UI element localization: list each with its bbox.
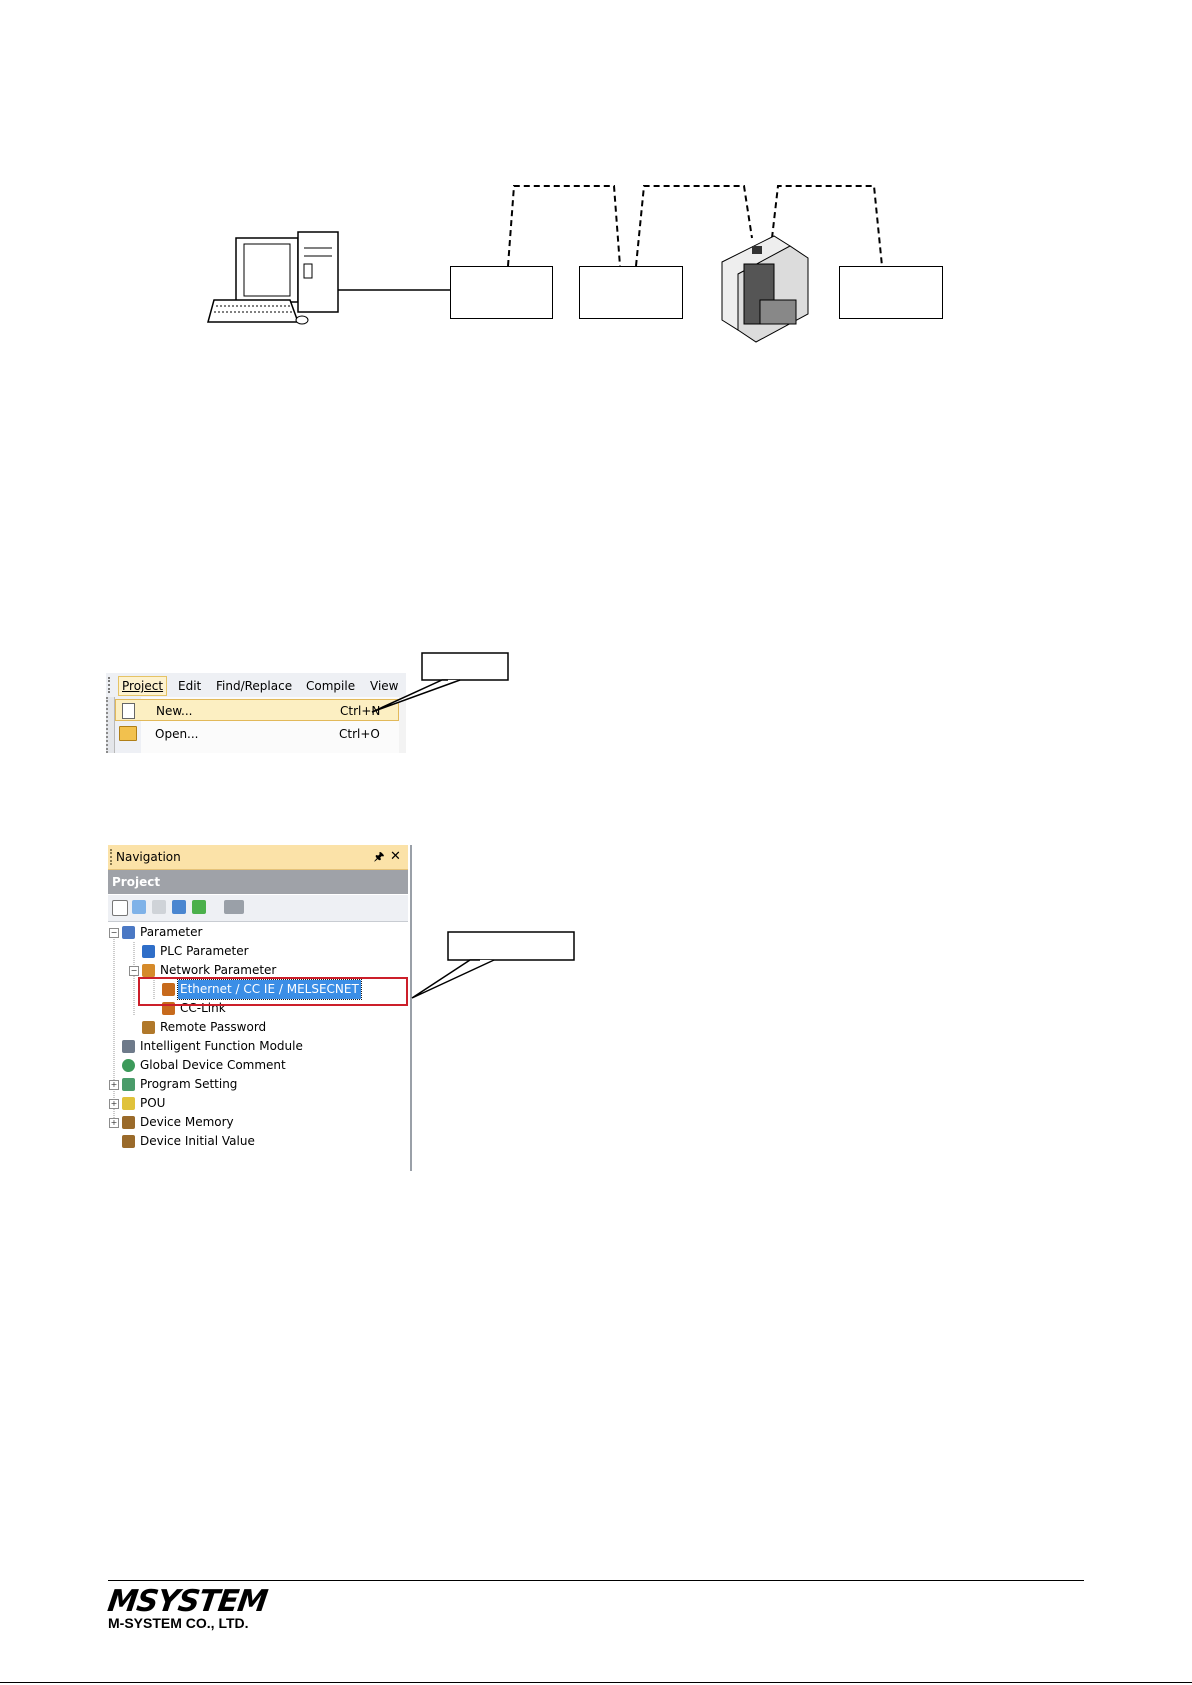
tree-item-remote-password-label: Remote Password (160, 1020, 267, 1034)
navigation-panel-screenshot: Navigation 🖈 ✕ Project − Parameter PLC P… (108, 845, 412, 1171)
dashed-network-links (507, 185, 883, 267)
navigation-titlebar: Navigation 🖈 ✕ (108, 845, 408, 870)
program-setting-icon (122, 1078, 135, 1091)
panel-grip (110, 849, 112, 865)
tree-item-global-device-comment-label: Global Device Comment (140, 1058, 286, 1072)
tree-item-device-initial-value-label: Device Initial Value (140, 1134, 255, 1148)
network-diagram-svg (207, 185, 883, 343)
new-document-icon (122, 703, 135, 719)
expand-icon[interactable]: + (109, 1118, 119, 1128)
expand-icon[interactable]: + (109, 1080, 119, 1090)
tools-dropdown-icon[interactable] (224, 900, 244, 914)
global-device-comment-icon (122, 1059, 135, 1072)
project-tree: − Parameter PLC Parameter − Network Para… (108, 923, 408, 1171)
left-toolbar-strip (106, 697, 114, 753)
ethernet-network-icon (162, 983, 175, 996)
highlight-frame (138, 977, 408, 1006)
tree-item-device-memory-label: Device Memory (140, 1115, 234, 1129)
tree-item-program-setting-label: Program Setting (140, 1077, 238, 1091)
device-memory-icon (122, 1116, 135, 1129)
msystem-logo: MSYSTEM M-SYSTEM CO., LTD. (105, 1584, 308, 1636)
project-menu-screenshot: Project Edit Find/Replace Compile View N… (106, 673, 406, 753)
menu-item-open-label: Open... (155, 727, 199, 741)
network-node-box-2 (579, 266, 683, 319)
project-section-header[interactable]: Project (108, 870, 408, 894)
menu-find-replace[interactable]: Find/Replace (216, 679, 293, 693)
menu-item-new[interactable]: NNew... Ctrl+N (115, 699, 399, 721)
paste-icon[interactable] (152, 900, 166, 914)
pou-icon (122, 1097, 135, 1110)
tree-lines (113, 933, 155, 1122)
navigation-title: Navigation (116, 850, 181, 864)
menu-compile[interactable]: Compile (306, 679, 356, 693)
menubar: Project Edit Find/Replace Compile View (106, 673, 406, 697)
pc-icon (207, 231, 339, 325)
tree-item-pou-label: POU (140, 1096, 166, 1110)
device-module-icon (721, 235, 809, 343)
menu-item-open-shortcut: Ctrl+O (339, 727, 380, 741)
network-node-box-3 (839, 266, 943, 319)
new-data-icon[interactable] (112, 900, 128, 916)
menu-view[interactable]: View (370, 679, 399, 693)
refresh-icon[interactable] (192, 900, 206, 914)
tree-item-plc-parameter-label: PLC Parameter (160, 944, 249, 958)
network-node-box-1 (450, 266, 553, 319)
tree-item-network-parameter-label: Network Parameter (160, 963, 277, 977)
remote-password-icon (142, 1021, 155, 1034)
open-folder-icon (119, 726, 137, 741)
intelligent-function-module-icon (122, 1040, 135, 1053)
parameter-icon (122, 926, 135, 939)
plc-parameter-icon (142, 945, 155, 958)
collapse-icon[interactable]: − (109, 928, 119, 938)
menu-edit[interactable]: Edit (178, 679, 202, 693)
network-diagram (0, 0, 1192, 360)
menu-item-new-shortcut: Ctrl+N (340, 704, 381, 718)
menu-item-new-label: NNew... (155, 704, 193, 718)
expand-icon[interactable]: + (109, 1099, 119, 1109)
pin-icon[interactable]: 🖈 (374, 850, 385, 863)
tree-item-ethernet-label: Ethernet / CC IE / MELSECNET (177, 979, 362, 1000)
navigation-callout (411, 931, 575, 999)
tree-item-intelligent-function-module-label: Intelligent Function Module (140, 1039, 303, 1053)
toolbar-grip (108, 677, 112, 693)
copy-icon[interactable] (132, 900, 146, 914)
footer-rule (108, 1580, 1084, 1581)
tree-item-parameter-label: Parameter (140, 925, 203, 939)
device-initial-value-icon (122, 1135, 135, 1148)
properties-icon[interactable] (172, 900, 186, 914)
project-dropdown: NNew... Ctrl+N Open... Ctrl+O (114, 697, 399, 753)
page-bottom-rule (0, 1682, 1192, 1683)
collapse-icon[interactable]: − (129, 966, 139, 976)
close-icon[interactable]: ✕ (390, 849, 401, 864)
menu-item-open[interactable]: Open... Ctrl+O (115, 723, 399, 745)
menu-callout (371, 652, 509, 713)
navigation-toolbar (108, 895, 408, 922)
menu-project[interactable]: Project (118, 676, 168, 696)
logo-wordmark: MSYSTEM (105, 1584, 270, 1619)
project-section-label: Project (112, 875, 161, 889)
network-parameter-icon (142, 964, 155, 977)
company-name: M-SYSTEM CO., LTD. (108, 1615, 249, 1631)
